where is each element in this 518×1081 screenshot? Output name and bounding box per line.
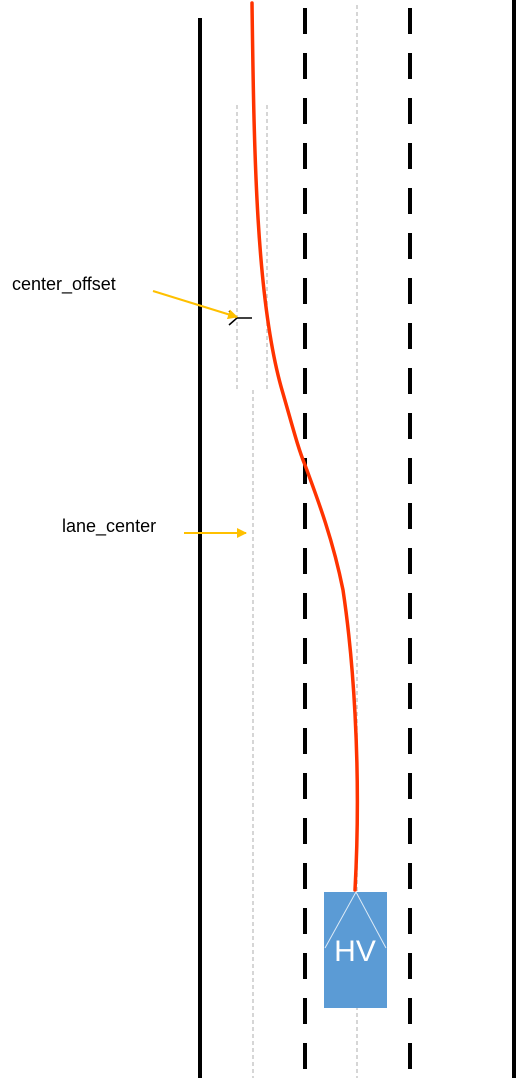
host-vehicle-sensor-lines [324,890,387,949]
center-offset-arrow [152,290,238,320]
host-vehicle-body [324,892,387,1008]
lane-center-label: lane_center [62,516,156,537]
host-vehicle-label: HV [334,935,376,968]
host-vehicle: HV [324,890,387,1008]
trajectory-curve [250,1,360,892]
center-offset-tick-mark [228,310,252,326]
center-offset-label: center_offset [12,274,116,295]
